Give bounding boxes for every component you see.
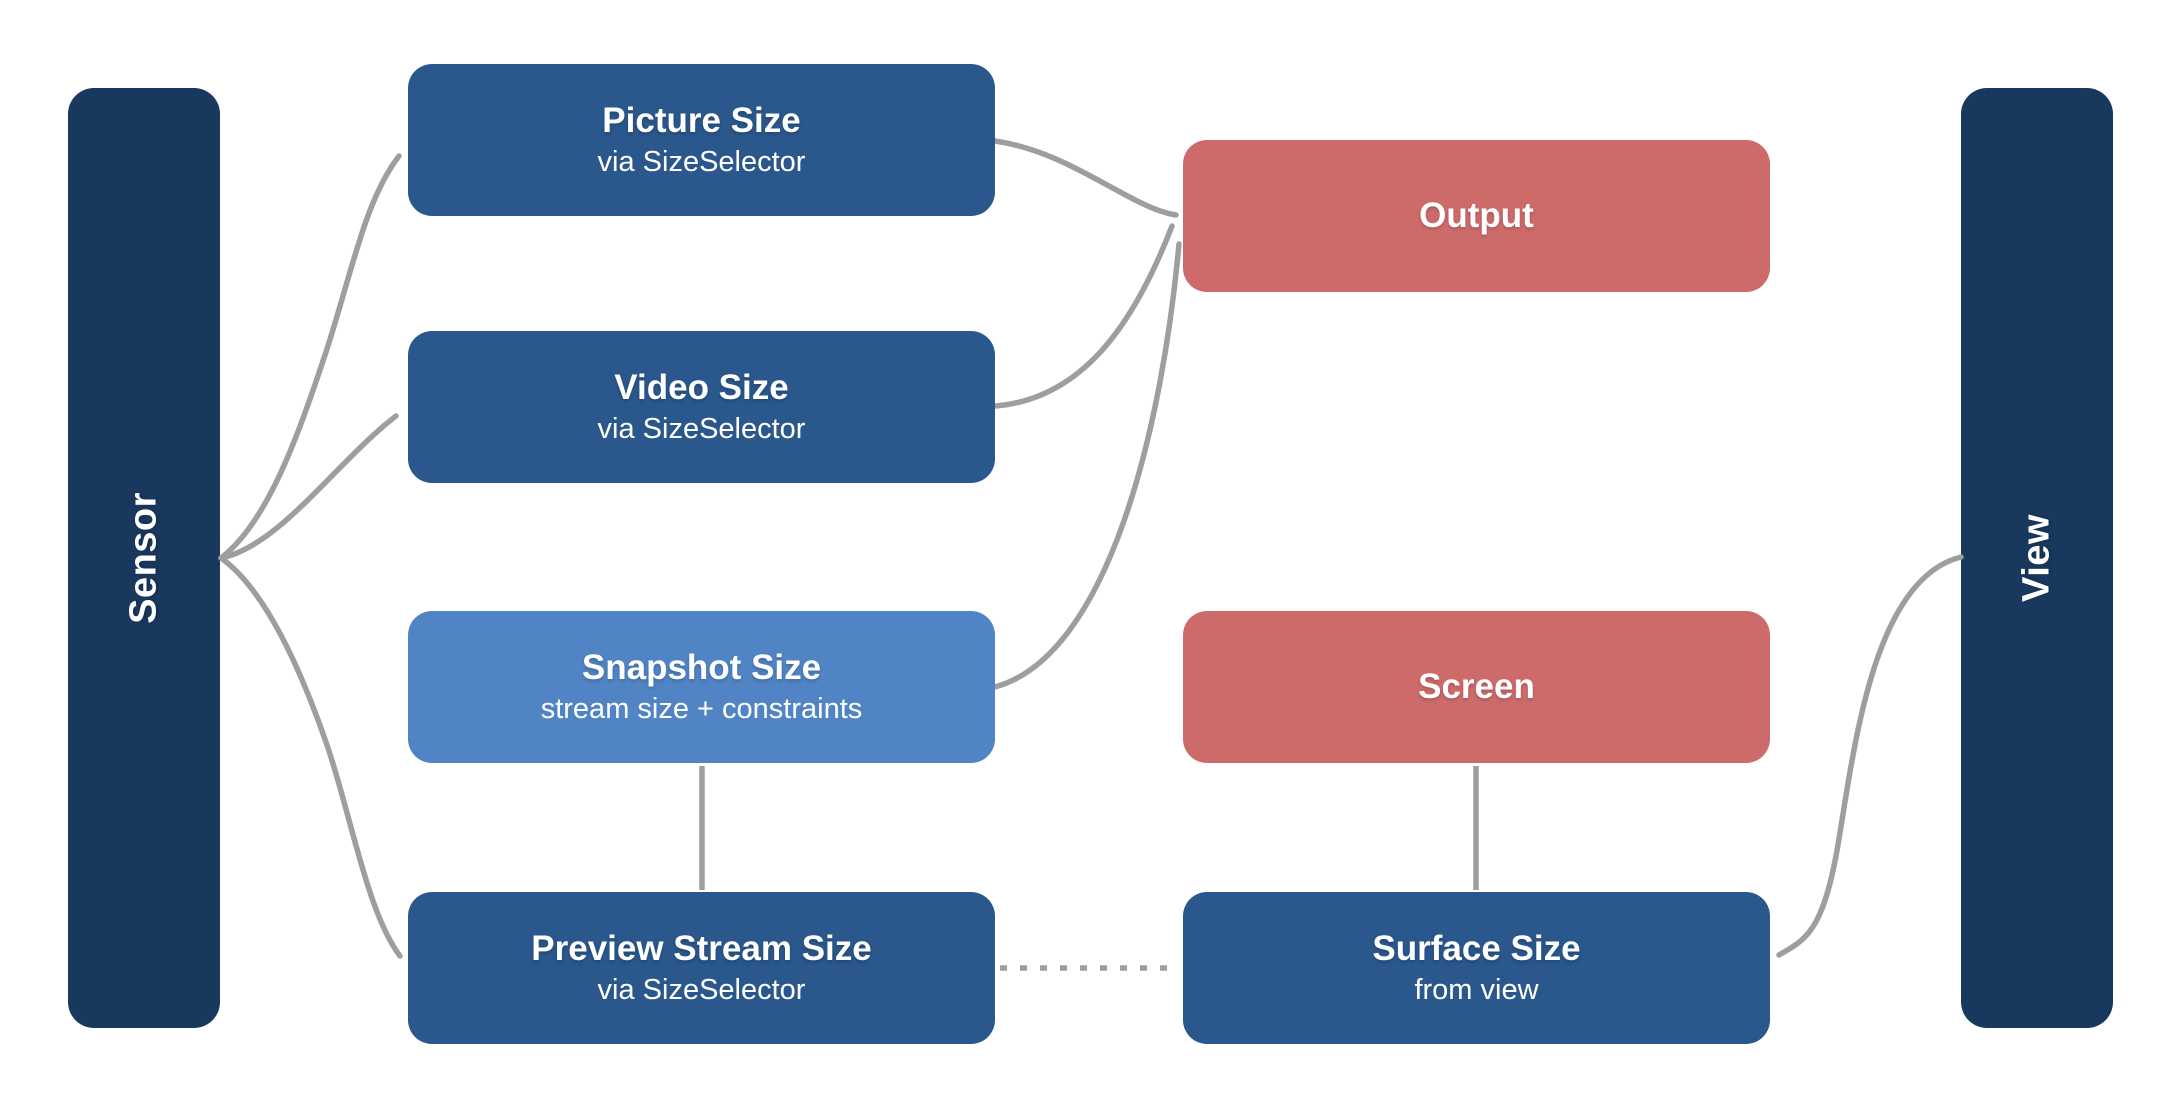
node-surface-size: Surface Size from view — [1183, 892, 1770, 1044]
sensor-lane: Sensor — [68, 88, 220, 1028]
node-screen-title: Screen — [1418, 667, 1535, 707]
node-snapshot-size: Snapshot Size stream size + constraints — [408, 611, 995, 763]
node-surface-size-title: Surface Size — [1372, 929, 1581, 969]
edge-video-to-output — [993, 223, 1175, 409]
node-video-size-subtitle: via SizeSelector — [597, 412, 806, 445]
node-snapshot-size-subtitle: stream size + constraints — [540, 692, 863, 725]
edge-picture-to-output — [992, 138, 1179, 218]
edge-sensor-to-video — [218, 413, 399, 561]
node-video-size-title: Video Size — [614, 368, 789, 408]
node-picture-size-title: Picture Size — [602, 101, 801, 141]
node-output-title: Output — [1419, 196, 1534, 236]
edge-view-to-surface — [1776, 554, 1964, 958]
edge-sensor-to-picture — [218, 153, 402, 561]
view-lane: View — [1961, 88, 2113, 1028]
node-preview-stream-size-title: Preview Stream Size — [531, 929, 872, 969]
sensor-lane-label: Sensor — [122, 492, 165, 624]
edge-snapshot-to-output — [992, 241, 1182, 690]
node-preview-stream-size-subtitle: via SizeSelector — [597, 973, 806, 1006]
edge-sensor-to-preview — [218, 555, 403, 959]
node-preview-stream-size: Preview Stream Size via SizeSelector — [408, 892, 995, 1044]
node-snapshot-size-title: Snapshot Size — [581, 648, 822, 688]
node-picture-size: Picture Size via SizeSelector — [408, 64, 995, 216]
node-screen: Screen — [1183, 611, 1770, 763]
view-lane-label: View — [2015, 514, 2058, 602]
node-video-size: Video Size via SizeSelector — [408, 331, 995, 483]
node-picture-size-subtitle: via SizeSelector — [597, 145, 806, 178]
node-output: Output — [1183, 140, 1770, 292]
node-surface-size-subtitle: from view — [1414, 973, 1539, 1006]
